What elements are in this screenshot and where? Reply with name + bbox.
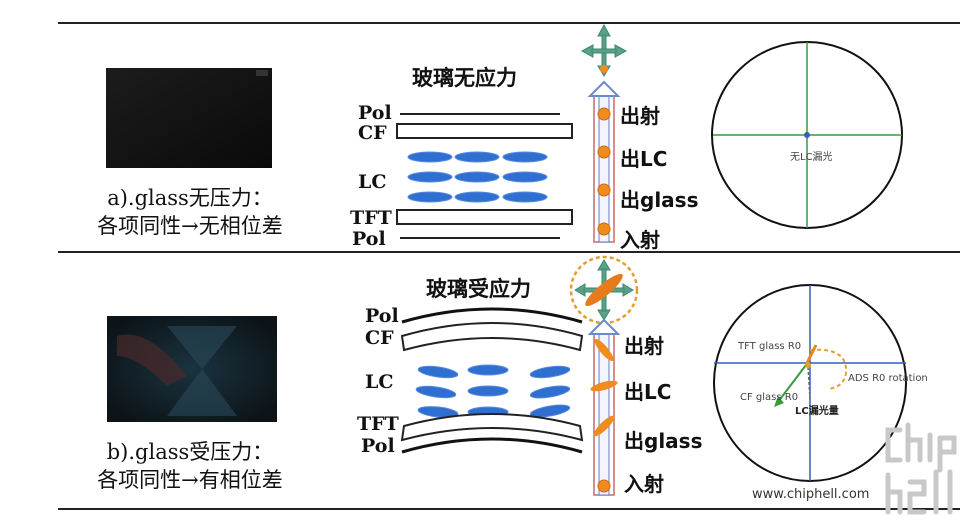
path-enter-top: 入射 xyxy=(620,228,660,252)
middle-rule xyxy=(58,251,960,253)
title-bottom: 玻璃受应力 xyxy=(426,277,531,301)
label-pol-bottom-b: Pol xyxy=(361,435,395,457)
ellipse-note-cf: CF glass R0 xyxy=(740,392,799,403)
light-path-bottom xyxy=(569,255,639,496)
label-tft-top: TFT xyxy=(350,207,392,229)
bottom-rule xyxy=(58,508,960,510)
label-pol-top-b: Pol xyxy=(365,305,399,327)
path-enter-bottom: 入射 xyxy=(624,472,664,496)
stack-stressed xyxy=(400,307,584,454)
ellipse-note-top: 无LC漏光 xyxy=(790,152,833,163)
caption-bottom-line1: b).glass受压力： xyxy=(106,440,274,464)
ellipse-note-tft: TFT glass R0 xyxy=(738,341,802,352)
label-tft-b: TFT xyxy=(357,413,399,435)
path-glass-top: 出glass xyxy=(620,188,699,212)
ellipse-note-leak: LC漏光量 xyxy=(795,406,839,417)
path-exit-top: 出射 xyxy=(620,104,660,128)
watermark-url: www.chiphell.com xyxy=(752,487,870,502)
label-pol-top: Pol xyxy=(358,102,392,124)
panel-photo-unstressed xyxy=(106,68,272,168)
path-exit-bottom: 出射 xyxy=(624,334,664,358)
label-cf-b: CF xyxy=(365,327,394,349)
caption-top-line2: 各项同性→无相位差 xyxy=(97,214,283,238)
top-rule xyxy=(58,22,960,24)
light-path-top xyxy=(580,23,628,243)
caption-bottom-line2: 各项同性→有相位差 xyxy=(97,468,283,492)
polarization-ellipse-bottom xyxy=(713,284,907,482)
title-top: 玻璃无应力 xyxy=(412,66,517,90)
panel-photo-stressed xyxy=(107,316,277,422)
ellipse-note-ads: ADS R0 rotation xyxy=(848,373,928,384)
chiphell-logo-icon xyxy=(885,422,957,515)
caption-bottom: b).glass受压力： 各项同性→有相位差 xyxy=(60,438,320,494)
caption-top: a).glass无压力： 各项同性→无相位差 xyxy=(60,184,320,240)
polarization-ellipse-top xyxy=(711,41,903,229)
path-glass-bottom: 出glass xyxy=(624,429,703,453)
stack-unstressed xyxy=(396,113,573,239)
label-lc-b: LC xyxy=(365,371,394,393)
path-lc-top: 出LC xyxy=(620,147,668,171)
label-pol-bottom-top: Pol xyxy=(352,228,386,250)
caption-top-line1: a).glass无压力： xyxy=(107,186,273,210)
label-lc-top: LC xyxy=(358,171,387,193)
path-lc-bottom: 出LC xyxy=(624,380,672,404)
label-cf-top: CF xyxy=(358,122,387,144)
